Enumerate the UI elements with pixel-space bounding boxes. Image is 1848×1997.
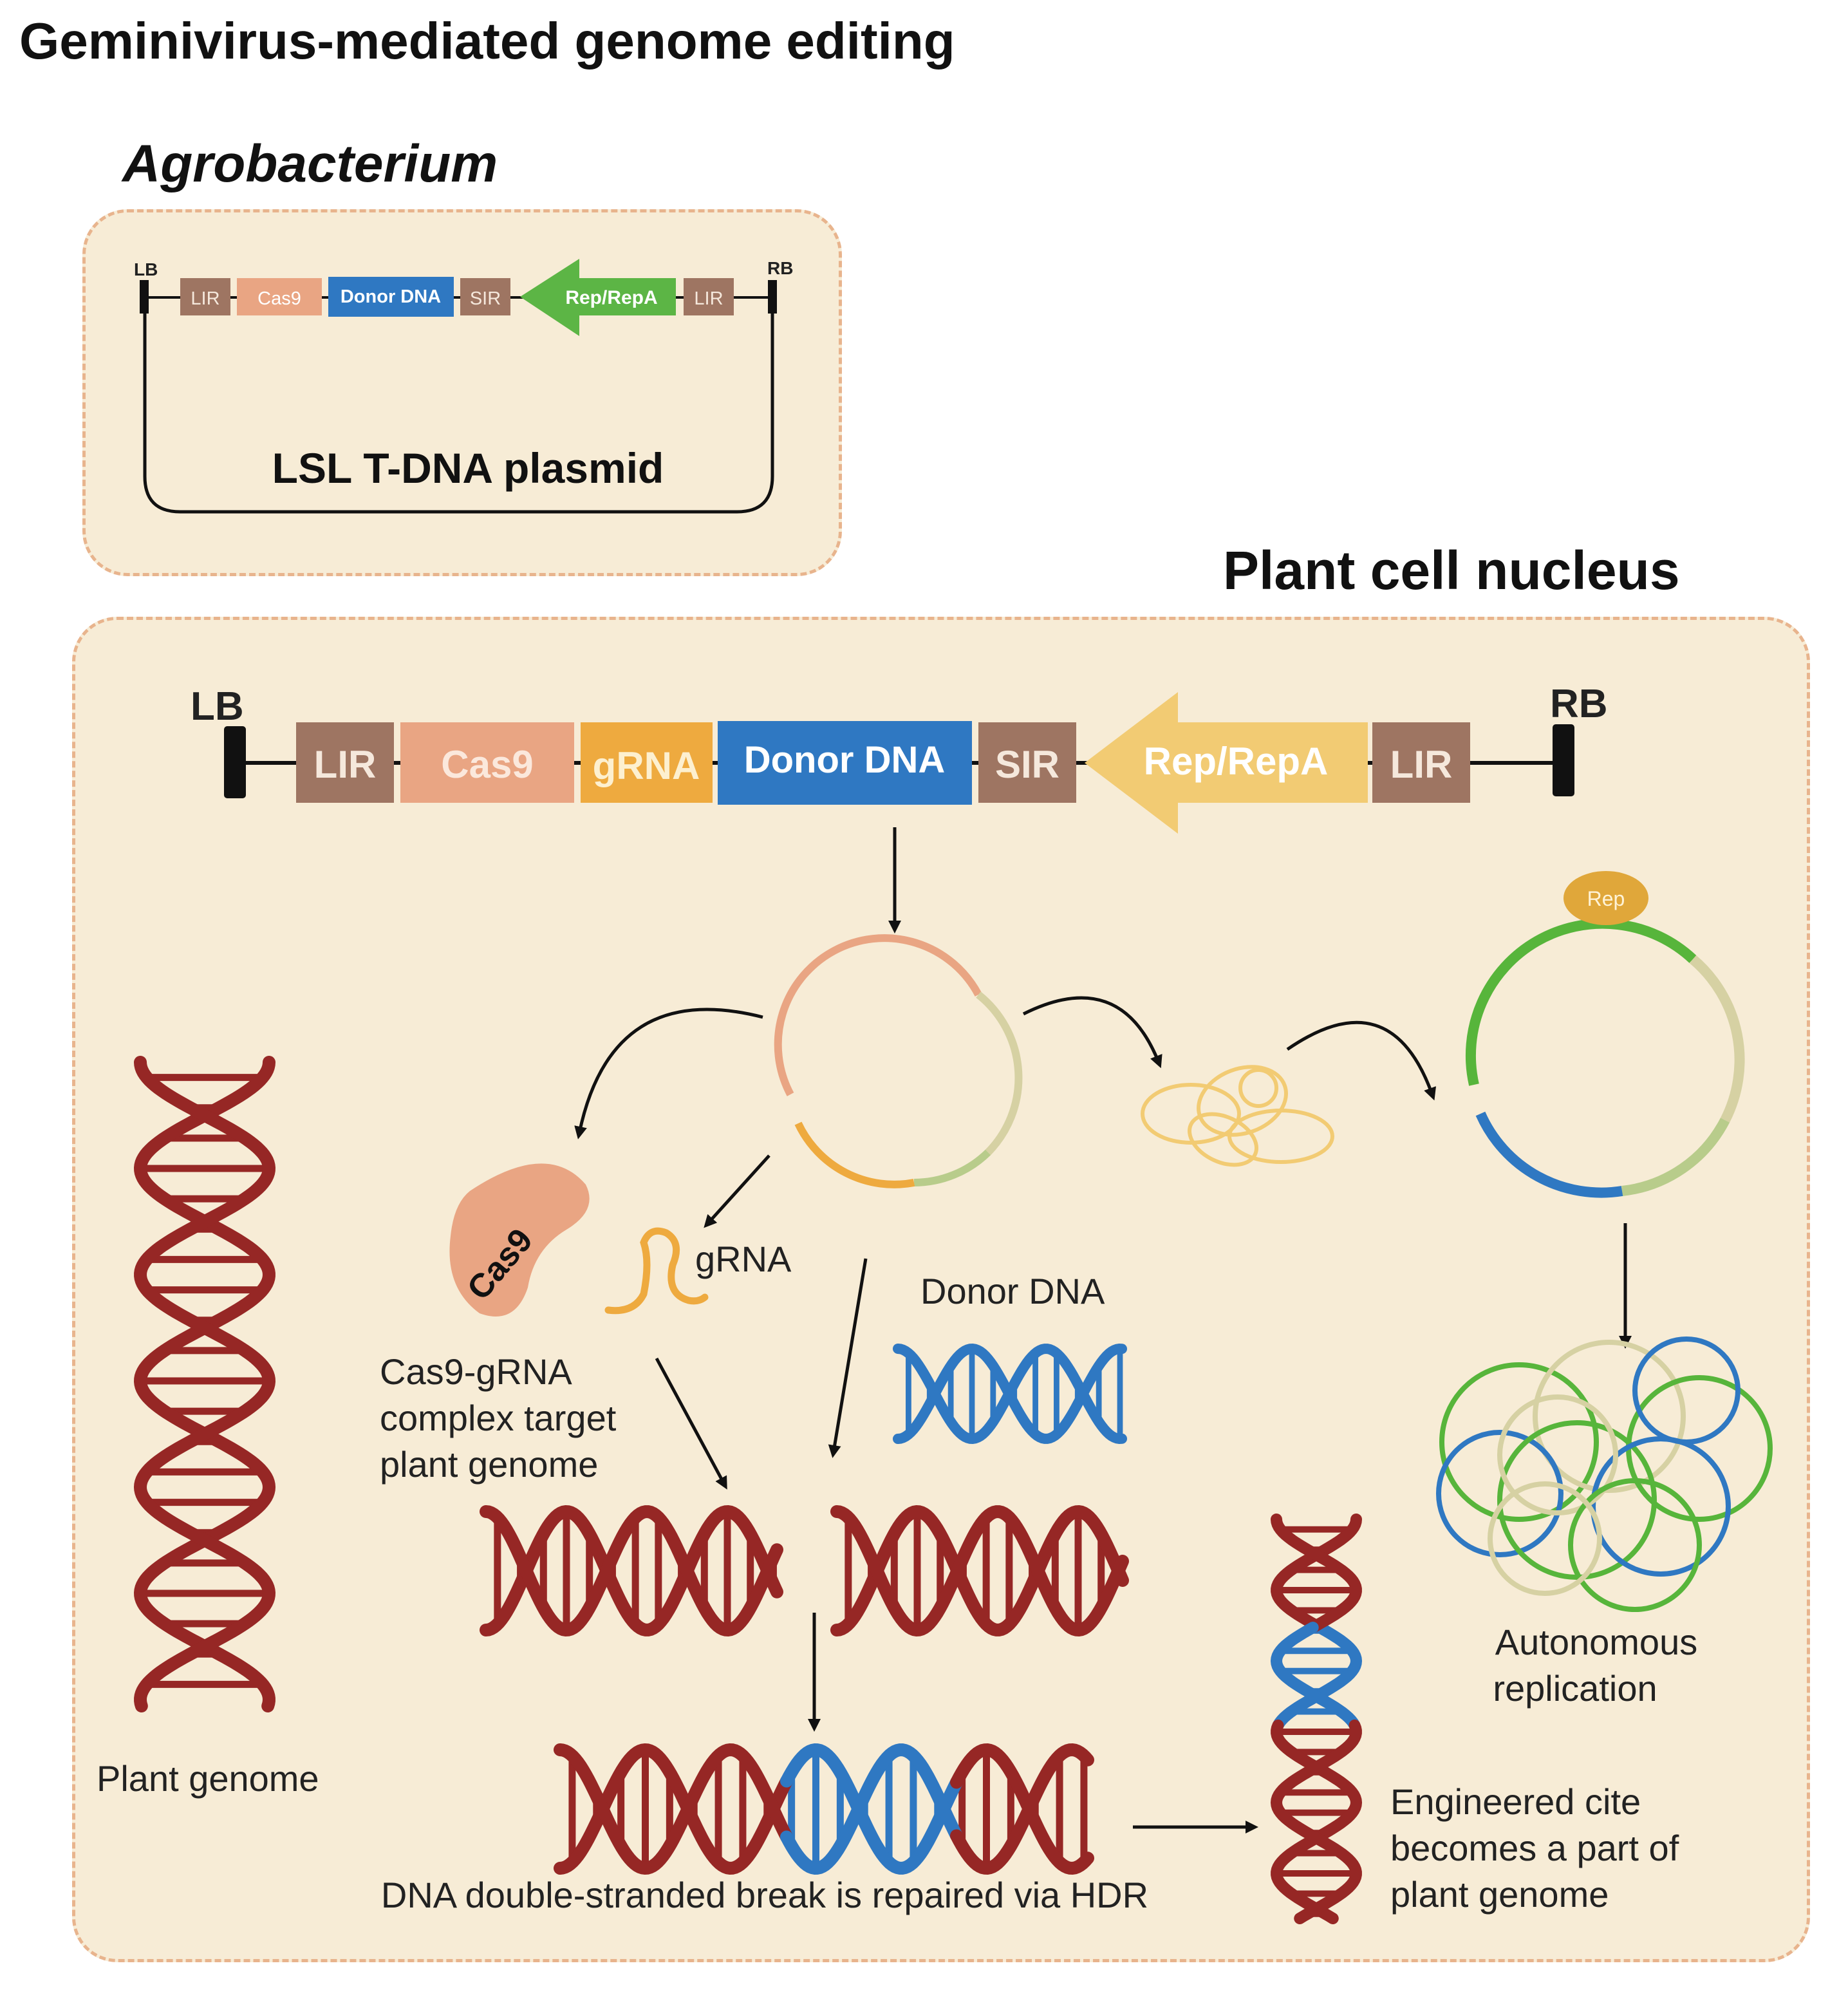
- small-cas9-text: Cas9: [257, 288, 301, 309]
- agrobacterium-label: Agrobacterium: [122, 135, 498, 193]
- grna-hairpin: [604, 1227, 709, 1315]
- cut-genome-left-helix: [480, 1505, 783, 1637]
- small-donor-box: [328, 277, 454, 317]
- large-tdna-construct: LB RB LIR Cas9 gRNA Donor DNA SIR Rep/Re…: [191, 682, 1608, 834]
- replicon-beige-arc: [976, 991, 1023, 1156]
- large-lir-1-text: LIR: [314, 743, 377, 786]
- rep-protein: [1563, 871, 1648, 925]
- large-lir-1-box: [296, 722, 394, 803]
- engineered-line-1: Engineered cite: [1390, 1781, 1641, 1822]
- small-lb-label: LB: [134, 259, 158, 279]
- large-rep-arrow: [1085, 692, 1368, 834]
- arrow-complex-to-genome: [655, 1357, 727, 1490]
- small-rep-arrow: [520, 259, 676, 336]
- donor-dna-label: Donor DNA: [920, 1271, 1105, 1311]
- large-rb-label: RB: [1550, 682, 1608, 726]
- small-lir-2-text: LIR: [694, 288, 723, 309]
- replicon-cas9-arc: [774, 934, 982, 1096]
- central-replicon: [774, 934, 1023, 1188]
- plasmid-label: LSL T-DNA plasmid: [272, 444, 664, 492]
- cas9-protein: [449, 1163, 590, 1317]
- arrow-to-rep-replicon: [1286, 1020, 1437, 1101]
- plant-genome-helix: [133, 1056, 276, 1712]
- small-tdna-construct: LB RB LIR Cas9 Donor DNA SIR Rep/RepA LI…: [134, 258, 793, 514]
- small-rb-label: RB: [767, 258, 793, 278]
- large-cas9-text: Cas9: [441, 743, 533, 786]
- engineered-line-2: becomes a part of: [1390, 1828, 1679, 1868]
- small-sir-text: SIR: [470, 288, 501, 309]
- large-lb-label: LB: [191, 684, 244, 729]
- large-lir-2-text: LIR: [1390, 743, 1453, 786]
- nucleus-panel: [72, 617, 1810, 1962]
- large-lir-2-box: [1372, 722, 1470, 803]
- grna-label: gRNA: [695, 1239, 792, 1279]
- nucleus-label: Plant cell nucleus: [1223, 540, 1680, 601]
- replicon-grna-arc: [794, 1121, 915, 1188]
- rep-replicon: [1465, 918, 1745, 1198]
- large-rep-text: Rep/RepA: [1144, 740, 1329, 783]
- autonomous-line-2: replication: [1493, 1668, 1657, 1709]
- small-lir-1-text: LIR: [191, 288, 219, 309]
- cas9-grna-line-2: complex target: [380, 1398, 617, 1438]
- small-rep-text: Rep/RepA: [565, 287, 657, 308]
- large-lb-border: [224, 726, 246, 798]
- autonomous-line-1: Autonomous: [1495, 1622, 1697, 1662]
- small-lir-2-box: [684, 278, 734, 315]
- hdr-label: DNA double-stranded break is repaired vi…: [381, 1875, 1148, 1915]
- rep-protein-label: Rep: [1587, 887, 1625, 910]
- large-rb-border: [1553, 724, 1574, 796]
- large-cas9-box: [400, 722, 574, 803]
- figure-title: Geminivirus-mediated genome editing: [19, 12, 955, 70]
- engineered-genome-helix: [1270, 1514, 1363, 1924]
- large-donor-text: Donor DNA: [744, 739, 946, 781]
- replicon-cloud: [1436, 1336, 1773, 1612]
- agrobacterium-panel: [82, 209, 842, 576]
- large-sir-box: [978, 722, 1076, 803]
- plant-genome-label: Plant genome: [97, 1758, 319, 1799]
- small-sir-box: [460, 278, 510, 315]
- cut-genome-right-helix: [830, 1505, 1129, 1637]
- engineered-line-3: plant genome: [1390, 1874, 1609, 1915]
- tangled-dna: [1141, 1065, 1334, 1167]
- arrow-to-tangle: [1022, 996, 1162, 1069]
- arrow-to-cas9: [574, 1008, 763, 1139]
- small-lir-1-box: [180, 278, 230, 315]
- donor-dna-helix: [893, 1343, 1127, 1445]
- replicon-olive-arc: [913, 1149, 991, 1186]
- large-donor-box: [718, 721, 972, 805]
- large-grna-text: gRNA: [593, 744, 700, 787]
- small-donor-text: Donor DNA: [341, 286, 441, 307]
- repaired-genome-helix: [554, 1743, 1094, 1875]
- small-cas9-box: [237, 278, 322, 315]
- cas9-grna-line-1: Cas9-gRNA: [380, 1351, 572, 1392]
- arrow-donor-to-break: [828, 1258, 868, 1458]
- cas9-grna-line-3: plant genome: [380, 1444, 598, 1485]
- plasmid-backbone: [143, 296, 774, 514]
- small-rb-border: [768, 280, 777, 314]
- large-grna-box: [581, 722, 713, 803]
- arrow-to-grna: [704, 1154, 770, 1228]
- small-lb-border: [140, 280, 149, 314]
- large-sir-text: SIR: [995, 743, 1059, 786]
